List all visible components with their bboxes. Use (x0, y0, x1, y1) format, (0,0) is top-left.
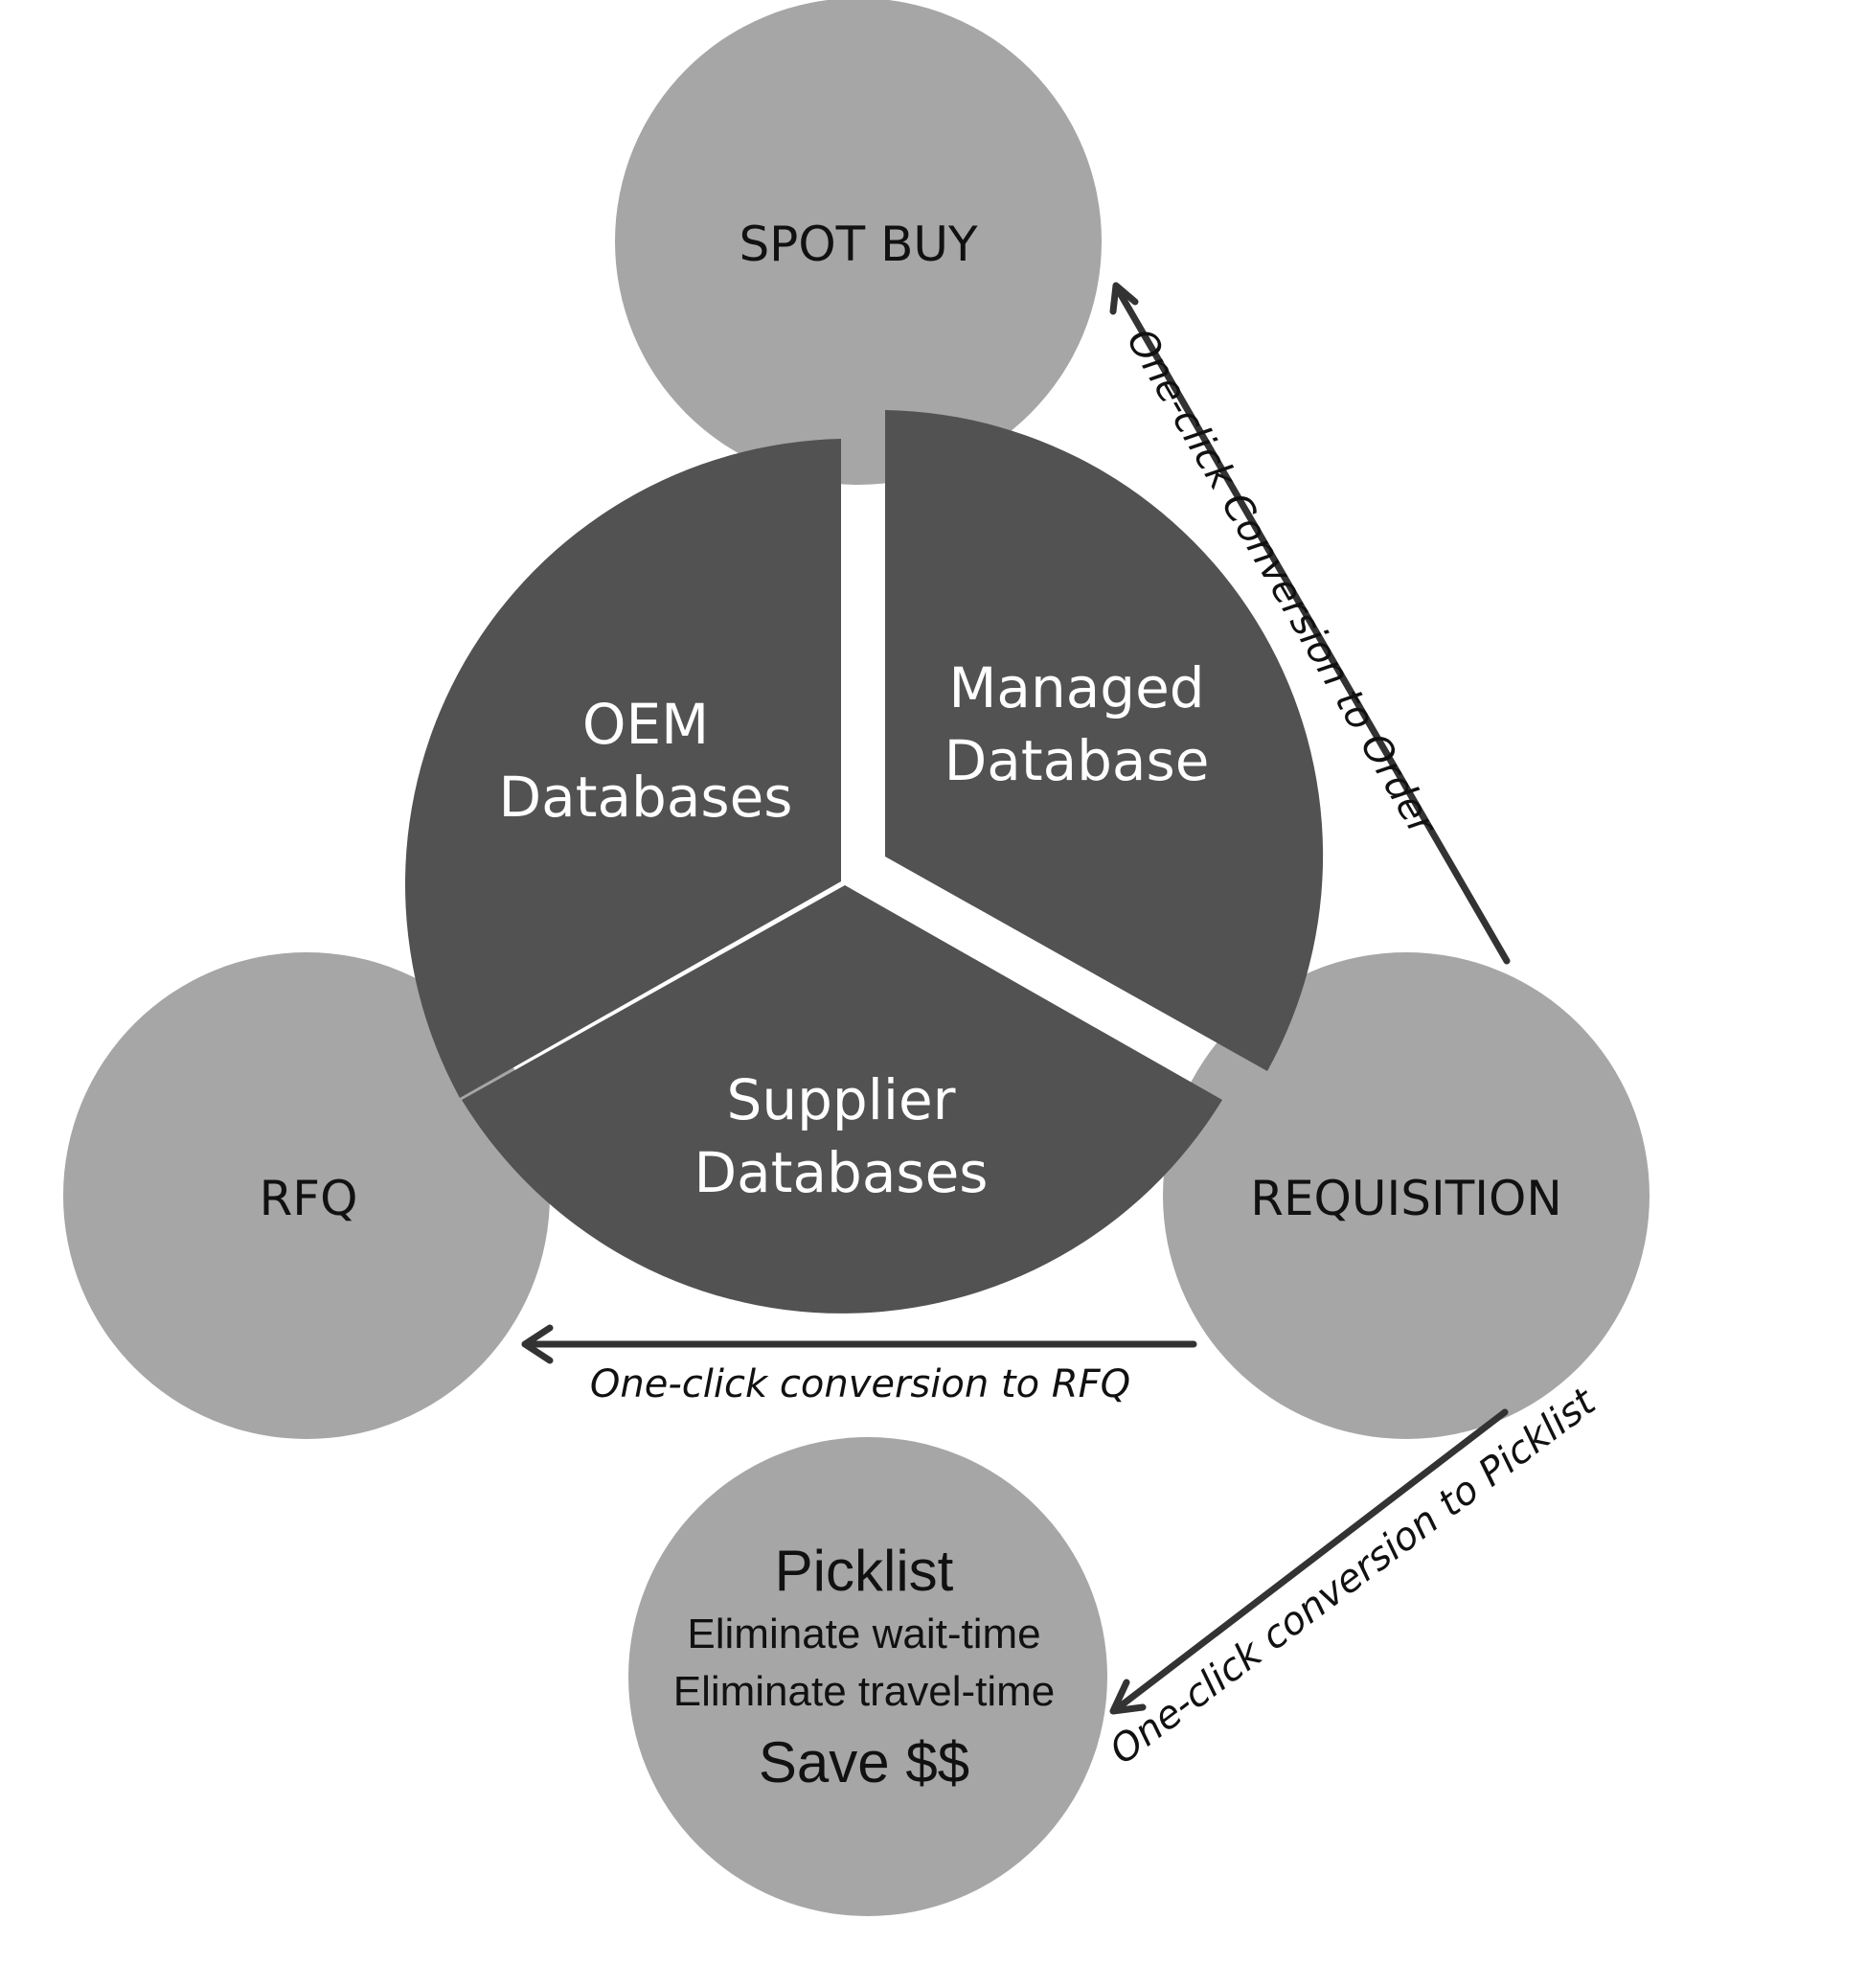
picklist-line-wait: Eliminate wait-time (687, 1611, 1040, 1657)
arrow-to-rfq (521, 1324, 1197, 1364)
oem-label-line1: OEM (582, 692, 709, 757)
spot-buy-circle (615, 0, 1102, 485)
arrow-to-picklist (1109, 1408, 1509, 1715)
oem-databases-wedge (404, 439, 841, 1098)
to-rfq-caption: One-click conversion to RFQ (590, 1362, 1130, 1406)
arrow-to-order (1109, 282, 1511, 965)
managed-label-line2: Database (944, 728, 1210, 793)
rfq-label: RFQ (260, 1171, 358, 1226)
rfq-circle (63, 952, 550, 1439)
supplier-label-line1: Supplier (727, 1067, 956, 1132)
picklist-line-travel: Eliminate travel-time (673, 1668, 1056, 1715)
managed-label-line1: Managed (948, 655, 1204, 720)
supplier-databases-wedge (462, 885, 1222, 1314)
picklist-line-save: Save $$ (759, 1730, 969, 1794)
supplier-label-line2: Databases (694, 1140, 989, 1205)
requisition-label: REQUISITION (1250, 1171, 1562, 1226)
managed-database-wedge (885, 410, 1324, 1071)
to-picklist-caption: One-click conversion to Picklist (1102, 1380, 1604, 1773)
oem-label-line2: Databases (499, 765, 793, 830)
picklist-circle (628, 1437, 1107, 1916)
spot-buy-label: SPOT BUY (739, 217, 978, 272)
requisition-circle (1163, 952, 1650, 1439)
picklist-title: Picklist (775, 1539, 954, 1603)
